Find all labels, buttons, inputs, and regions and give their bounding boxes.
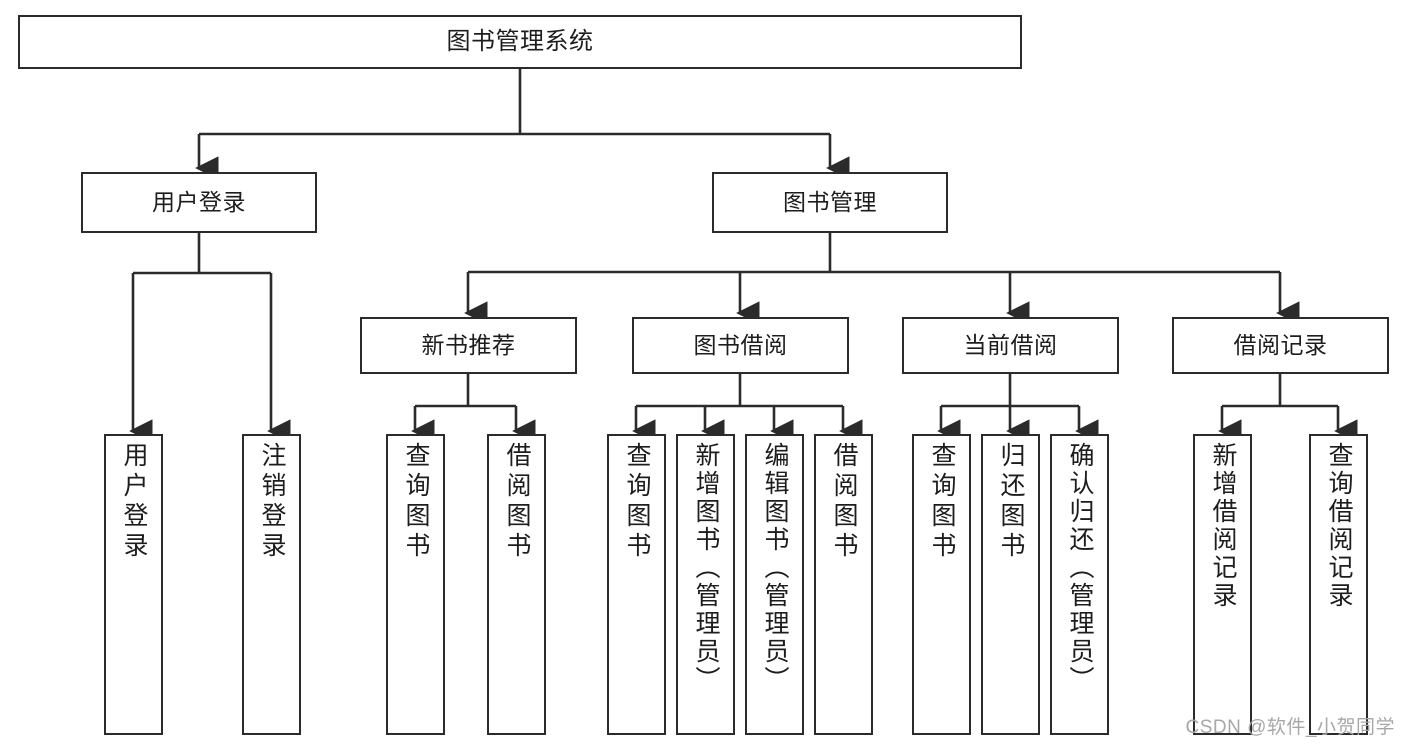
node-new-book-recommend[interactable]: 新书推荐 — [360, 317, 577, 374]
node-leaf-borrow-book-2[interactable]: 借阅图书 — [814, 434, 873, 735]
node-book-management[interactable]: 图书管理 — [712, 172, 948, 233]
node-leaf-borrow-book-1-label: 借阅图书 — [503, 442, 531, 562]
node-current-borrow-label: 当前借阅 — [963, 331, 1058, 358]
node-user-login-label: 用户登录 — [152, 188, 246, 215]
node-leaf-confirm-return[interactable]: 确认归还（管理员） — [1050, 434, 1109, 735]
node-leaf-confirm-return-label: 确认归还（管理员） — [1066, 442, 1094, 694]
node-leaf-query-book-1[interactable]: 查询图书 — [386, 434, 445, 735]
node-leaf-add-book-label: 新增图书（管理员） — [692, 442, 720, 694]
node-current-borrow[interactable]: 当前借阅 — [902, 317, 1119, 374]
node-leaf-add-borrow-record-label: 新增借阅记录 — [1209, 442, 1237, 610]
node-leaf-query-book-2[interactable]: 查询图书 — [607, 434, 666, 735]
node-leaf-borrow-book-2-label: 借阅图书 — [830, 442, 858, 562]
node-user-login[interactable]: 用户登录 — [81, 172, 317, 233]
node-borrow-record-label: 借阅记录 — [1233, 331, 1328, 358]
node-book-borrow[interactable]: 图书借阅 — [632, 317, 849, 374]
node-leaf-query-borrow-record-label: 查询借阅记录 — [1325, 442, 1353, 610]
node-leaf-add-book[interactable]: 新增图书（管理员） — [676, 434, 735, 735]
node-leaf-query-book-3[interactable]: 查询图书 — [912, 434, 971, 735]
node-leaf-query-borrow-record[interactable]: 查询借阅记录 — [1309, 434, 1368, 735]
node-borrow-record[interactable]: 借阅记录 — [1172, 317, 1389, 374]
node-book-management-label: 图书管理 — [783, 188, 877, 215]
node-leaf-query-book-2-label: 查询图书 — [623, 442, 651, 562]
node-leaf-query-book-1-label: 查询图书 — [402, 442, 430, 562]
node-leaf-query-book-3-label: 查询图书 — [928, 442, 956, 562]
node-leaf-logout-login[interactable]: 注销登录 — [242, 434, 301, 735]
node-leaf-logout-login-label: 注销登录 — [258, 442, 286, 562]
node-book-borrow-label: 图书借阅 — [693, 331, 788, 358]
node-leaf-edit-book[interactable]: 编辑图书（管理员） — [745, 434, 804, 735]
node-leaf-user-login[interactable]: 用户登录 — [104, 434, 163, 735]
node-leaf-edit-book-label: 编辑图书（管理员） — [761, 442, 789, 694]
node-leaf-return-book-label: 归还图书 — [997, 442, 1025, 562]
node-leaf-add-borrow-record[interactable]: 新增借阅记录 — [1193, 434, 1252, 735]
node-leaf-user-login-label: 用户登录 — [120, 442, 148, 562]
node-leaf-borrow-book-1[interactable]: 借阅图书 — [487, 434, 546, 735]
node-root-label: 图书管理系统 — [446, 27, 594, 55]
watermark-text: CSDN @软件_小贺同学 — [1185, 717, 1395, 738]
node-leaf-return-book[interactable]: 归还图书 — [981, 434, 1040, 735]
node-root[interactable]: 图书管理系统 — [18, 15, 1022, 69]
node-new-book-recommend-label: 新书推荐 — [421, 331, 516, 358]
